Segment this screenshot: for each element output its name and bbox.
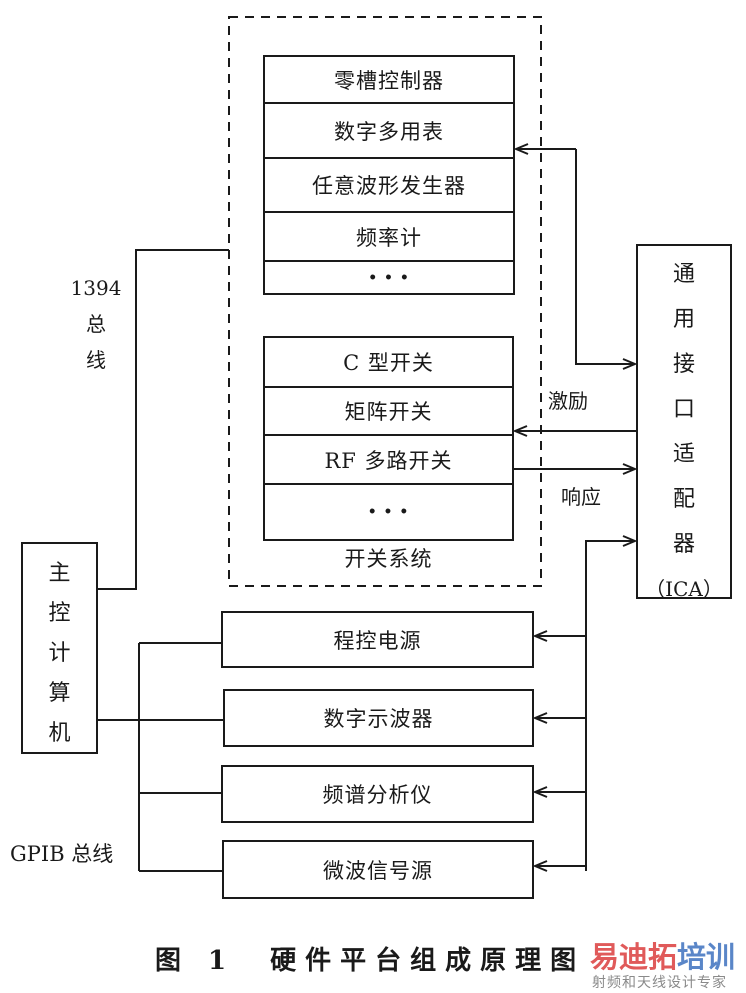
watermark-brand-left: 易迪拓 — [590, 940, 678, 974]
ica-char: 配 — [672, 487, 695, 512]
main-computer-char: 主 — [48, 561, 71, 586]
watermark-tagline: 射频和天线设计专家 — [592, 975, 727, 991]
digital-oscilloscope-label: 数字示波器 — [323, 707, 434, 731]
frequency-counter-label: 频率计 — [356, 225, 422, 250]
main-computer-char: 算 — [48, 681, 71, 706]
ica-char: 用 — [672, 307, 695, 332]
microwave-source-label: 微波信号源 — [323, 858, 433, 883]
response-label: 响应 — [561, 485, 601, 509]
instrument-stack-box — [263, 55, 515, 295]
bus-1394-char: 线 — [86, 348, 106, 372]
bus-1394-number: 1394 — [70, 276, 122, 300]
bus-1394-char: 总 — [86, 312, 106, 336]
ica-char: 适 — [672, 442, 695, 467]
bus-1394-label: 1394 总 线 — [66, 270, 126, 378]
figure-caption: 图 1 硬件平台组成原理图 — [155, 946, 586, 976]
ica-char: 接 — [672, 352, 695, 377]
switch-system-box — [263, 336, 514, 541]
dmm-label: 数字多用表 — [334, 119, 444, 144]
ica-char: 通 — [672, 262, 695, 287]
ica-gpib-bus — [585, 541, 635, 871]
main-computer-box — [21, 542, 98, 754]
switch-more-ellipsis: • • • — [367, 504, 410, 520]
gpib-box-2 — [223, 689, 534, 747]
ica-box — [636, 244, 732, 599]
rf-mux-switch-label: RF 多路开关 — [324, 448, 453, 473]
gpib-box-1 — [221, 611, 534, 668]
ica-label: 通 用 接 口 适 配 器 （ICA） — [637, 252, 731, 612]
main-computer-char: 计 — [48, 641, 71, 666]
excitation-label: 激励 — [548, 389, 588, 413]
switch-system-label: 开关系统 — [344, 547, 433, 571]
watermark-brand: 易迪拓培训 — [590, 934, 735, 976]
main-computer-label: 主 控 计 算 机 — [22, 554, 97, 754]
spectrum-analyzer-label: 频谱分析仪 — [322, 783, 433, 807]
awg-label: 任意波形发生器 — [312, 174, 466, 198]
gpib-box-4 — [222, 840, 534, 899]
main-computer-char: 控 — [48, 601, 71, 626]
main-computer-char: 机 — [48, 721, 71, 746]
programmable-power-label: 程控电源 — [333, 628, 422, 653]
ica-char: 口 — [672, 397, 695, 422]
dmm-ica-link — [575, 149, 635, 364]
gpib-bus-label: GPIB 总线 — [10, 842, 114, 866]
zero-slot-controller-label: 零槽控制器 — [334, 68, 444, 93]
watermark-brand-right: 培训 — [677, 940, 736, 974]
c-switch-label: C 型开关 — [343, 351, 434, 375]
ica-char: 器 — [672, 532, 695, 557]
ica-abbr: （ICA） — [645, 577, 723, 601]
instrument-more-ellipsis: • • • — [368, 269, 410, 286]
vxi-chassis-dashed-border — [228, 16, 542, 587]
matrix-switch-label: 矩阵开关 — [344, 400, 433, 424]
bus-1394-line — [97, 249, 229, 590]
